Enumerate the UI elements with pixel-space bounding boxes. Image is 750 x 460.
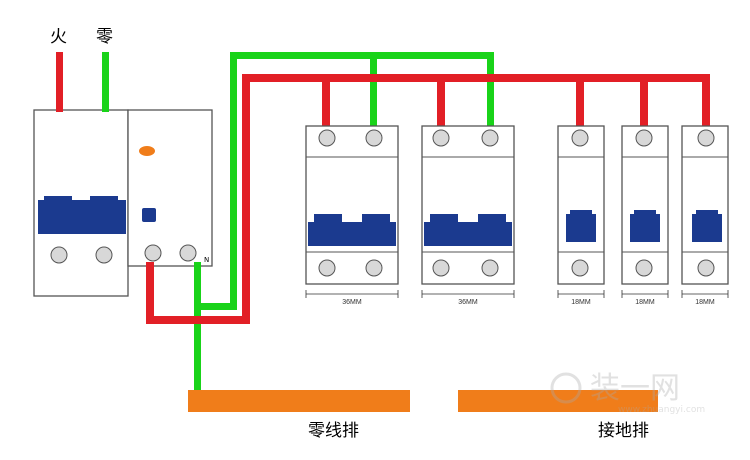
rcd-indicator xyxy=(139,146,155,156)
neutral-wiring xyxy=(194,52,494,402)
main-breaker xyxy=(33,109,129,297)
ground-busbar-label: 接地排 xyxy=(598,421,649,441)
dim-label-dp-1: 36MM xyxy=(342,299,362,306)
branch-breaker-sp-3 xyxy=(681,125,729,285)
neutral-busbar-label: 零线排 xyxy=(308,421,359,441)
dim-label-dp-2: 36MM xyxy=(458,299,478,306)
branch-breaker-dp-2 xyxy=(421,125,515,285)
live-wiring xyxy=(146,74,710,324)
dim-label-sp-2: 18MM xyxy=(635,299,655,306)
rcd-n-label: N xyxy=(204,256,209,264)
neutral-label: 零 xyxy=(96,27,113,47)
watermark: 装一网 www.zhuangyi.com xyxy=(550,371,705,415)
dim-label-sp-3: 18MM xyxy=(695,299,715,306)
branch-breaker-sp-1 xyxy=(557,125,605,285)
watermark-text: 装一网 xyxy=(590,371,680,406)
incoming-neutral-wire xyxy=(102,52,109,112)
branch-breaker-dp-1 xyxy=(305,125,399,285)
watermark-logo-icon xyxy=(550,372,582,404)
watermark-url: www.zhuangyi.com xyxy=(618,405,705,415)
main-terminal-2 xyxy=(95,246,113,264)
rcd-terminal-n xyxy=(179,244,197,262)
rcd-test-button xyxy=(142,208,156,222)
dim-label-sp-1: 18MM xyxy=(571,299,591,306)
main-terminal-1 xyxy=(50,246,68,264)
branch-breaker-sp-2 xyxy=(621,125,669,285)
rcd-terminal-l xyxy=(144,244,162,262)
live-label: 火 xyxy=(50,27,67,47)
ground-busbar xyxy=(458,390,658,412)
neutral-busbar xyxy=(188,390,410,412)
rcd-module: N xyxy=(127,109,213,267)
dimension-lines xyxy=(305,290,729,298)
incoming-live-wire xyxy=(56,52,63,112)
